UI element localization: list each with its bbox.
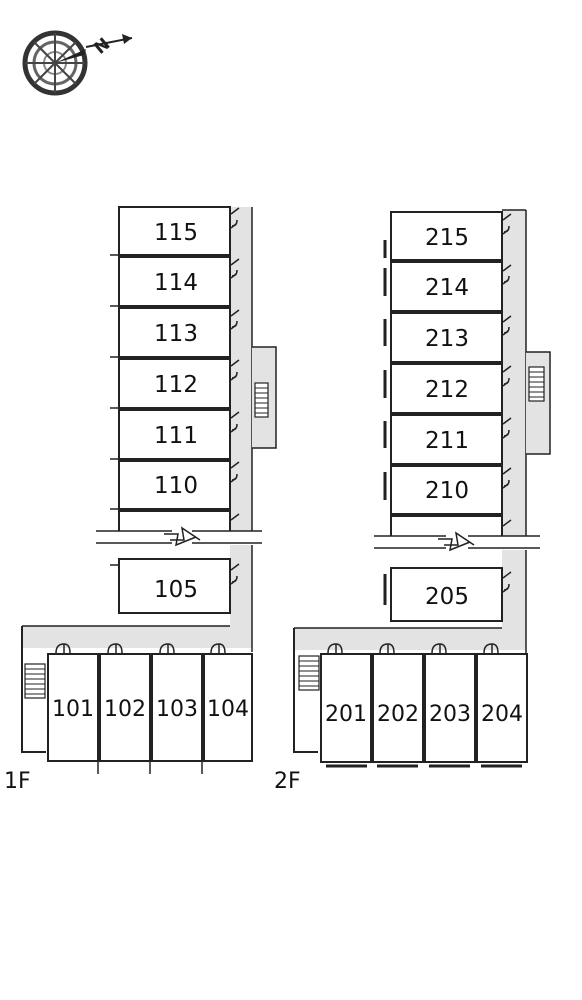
floor-label-1f: 1F <box>4 769 31 794</box>
break-line <box>96 526 265 547</box>
unit-box <box>390 363 503 414</box>
unit-label: 102 <box>104 697 146 722</box>
unit-label: 114 <box>154 270 198 296</box>
corridor-1f-vertical <box>230 207 252 647</box>
unit-label: 203 <box>429 702 471 727</box>
unit-box <box>390 261 503 312</box>
compass-north-label: N <box>90 34 114 58</box>
unit-box <box>118 256 231 307</box>
unit-box <box>390 211 503 261</box>
unit-label: 204 <box>481 702 523 727</box>
unit-label: 111 <box>154 423 198 449</box>
unit-box <box>390 414 503 465</box>
unit-label: 210 <box>425 478 469 504</box>
staircase-icon <box>298 655 320 691</box>
corridor-1f-horizontal <box>22 626 252 648</box>
unit-label: 214 <box>425 275 469 301</box>
floor-1f: 115 114 113 112 111 110 105 101 102 103 … <box>4 206 277 794</box>
floor-label-2f: 2F <box>274 769 301 794</box>
unit-label: 113 <box>154 321 198 347</box>
unit-box <box>424 653 476 763</box>
unit-label: 212 <box>425 377 469 403</box>
unit-box <box>372 653 424 763</box>
unit-box <box>47 653 99 762</box>
unit-box <box>320 653 372 763</box>
unit-box <box>118 409 231 460</box>
staircase-icon <box>528 366 545 402</box>
unit-box <box>476 653 528 763</box>
staircase-icon <box>24 663 46 699</box>
unit-label: 103 <box>156 697 198 722</box>
unit-box <box>118 460 231 510</box>
unit-label: 213 <box>425 326 469 352</box>
floor-2f: 215 214 213 212 211 210 205 201 202 203 … <box>274 209 551 794</box>
break-line <box>374 531 540 552</box>
unit-label: 101 <box>52 697 94 722</box>
unit-box <box>390 567 503 622</box>
unit-box <box>118 206 231 256</box>
unit-box <box>118 307 231 358</box>
unit-box <box>99 653 151 762</box>
unit-label: 104 <box>207 697 249 722</box>
unit-label: 201 <box>325 702 367 727</box>
corridor-2f-horizontal <box>294 628 526 650</box>
unit-label: 211 <box>425 428 469 454</box>
unit-box <box>390 465 503 515</box>
unit-label: 115 <box>154 220 198 246</box>
unit-box <box>390 312 503 363</box>
unit-label: 205 <box>425 584 469 610</box>
unit-label: 105 <box>154 577 198 603</box>
unit-label: 215 <box>425 225 469 251</box>
unit-label: 110 <box>154 473 198 499</box>
unit-box <box>118 358 231 409</box>
unit-box <box>151 653 203 762</box>
unit-label: 112 <box>154 372 198 398</box>
corridor-2f-vertical <box>502 210 526 650</box>
compass-icon: N <box>22 30 133 96</box>
unit-box <box>118 558 231 614</box>
staircase-icon <box>254 382 269 418</box>
unit-label: 202 <box>377 702 419 727</box>
unit-box <box>203 653 253 762</box>
